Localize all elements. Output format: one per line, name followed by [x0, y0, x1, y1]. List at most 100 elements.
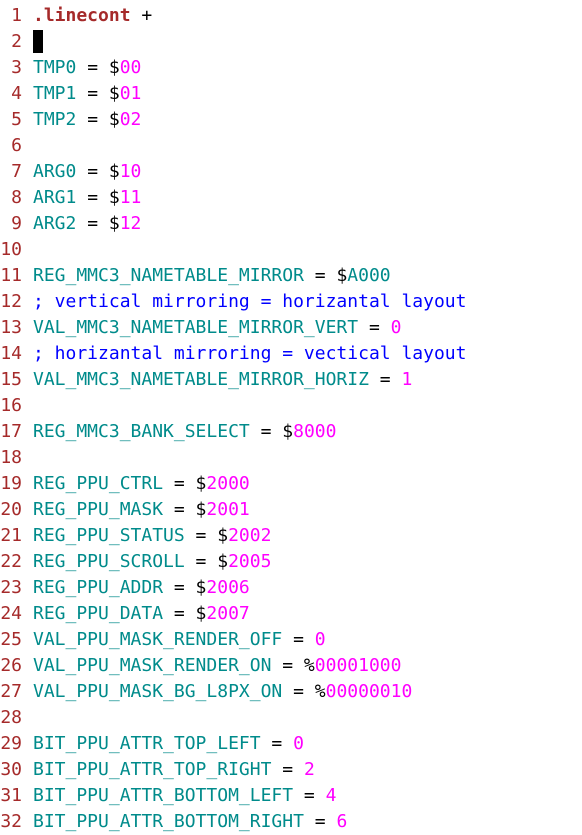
token-ident: ARG1 [33, 187, 77, 208]
line-content[interactable]: ARG2 = $12 [33, 213, 141, 234]
token-ident: TMP0 [33, 57, 77, 78]
line-content[interactable]: ; vertical mirroring = horizantal layout [33, 291, 466, 312]
line-content[interactable]: ; horizantal mirroring = vectical layout [33, 343, 466, 364]
code-line[interactable]: 5 TMP2 = $02 [0, 107, 582, 133]
code-line[interactable]: 1.linecont + [0, 3, 582, 29]
line-content[interactable]: REG_PPU_ADDR = $2006 [33, 577, 250, 598]
code-line[interactable]: 2 [0, 29, 582, 55]
token-op: = $ [76, 161, 120, 182]
token-num: 2001 [206, 499, 250, 520]
token-num: 00000010 [325, 681, 413, 702]
token-ident: REG_MMC3_NAMETABLE_MIRROR [33, 265, 304, 286]
line-content[interactable]: REG_PPU_MASK = $2001 [33, 499, 250, 520]
line-content[interactable]: TMP1 = $01 [33, 83, 141, 104]
line-content[interactable]: TMP2 = $02 [33, 109, 141, 130]
token-op: = [358, 317, 391, 338]
code-line[interactable]: 11 REG_MMC3_NAMETABLE_MIRROR = $A000 [0, 263, 582, 289]
code-line[interactable]: 30 BIT_PPU_ATTR_TOP_RIGHT = 2 [0, 757, 582, 783]
token-ident: VAL_PPU_MASK_RENDER_ON [33, 655, 272, 676]
line-content[interactable]: REG_MMC3_BANK_SELECT = $8000 [33, 421, 336, 442]
token-num: 2007 [206, 603, 250, 624]
code-line[interactable]: 9 ARG2 = $12 [0, 211, 582, 237]
line-content[interactable]: VAL_PPU_MASK_RENDER_ON = %00001000 [33, 655, 401, 676]
code-line[interactable]: 25 VAL_PPU_MASK_RENDER_OFF = 0 [0, 627, 582, 653]
line-content[interactable]: .linecont + [33, 5, 152, 26]
text-cursor [33, 29, 43, 53]
code-line[interactable]: 16 [0, 393, 582, 419]
token-plain: + [130, 5, 153, 26]
code-line[interactable]: 10 [0, 237, 582, 263]
line-content[interactable] [33, 29, 43, 53]
line-number: 18 [0, 447, 22, 468]
token-op: = [293, 785, 326, 806]
token-num: 0 [390, 317, 402, 338]
line-number: 30 [0, 759, 22, 780]
line-number: 28 [0, 707, 22, 728]
token-num: 2 [303, 759, 315, 780]
code-line[interactable]: 29 BIT_PPU_ATTR_TOP_LEFT = 0 [0, 731, 582, 757]
token-op: = $ [76, 83, 120, 104]
line-content[interactable]: REG_MMC3_NAMETABLE_MIRROR = $A000 [33, 265, 391, 286]
token-num: 11 [119, 187, 142, 208]
token-ident: REG_PPU_DATA [33, 603, 164, 624]
token-ident: TMP1 [33, 83, 77, 104]
line-content[interactable]: BIT_PPU_ATTR_TOP_LEFT = 0 [33, 733, 304, 754]
line-content[interactable]: BIT_PPU_ATTR_TOP_RIGHT = 2 [33, 759, 315, 780]
line-number: 9 [11, 213, 22, 234]
code-line[interactable]: 14; horizantal mirroring = vectical layo… [0, 341, 582, 367]
line-content[interactable]: VAL_MMC3_NAMETABLE_MIRROR_HORIZ = 1 [33, 369, 412, 390]
line-content[interactable]: VAL_MMC3_NAMETABLE_MIRROR_VERT = 0 [33, 317, 401, 338]
line-content[interactable]: VAL_PPU_MASK_BG_L8PX_ON = %00000010 [33, 681, 412, 702]
code-line[interactable]: 19 REG_PPU_CTRL = $2000 [0, 471, 582, 497]
token-ident: ARG0 [33, 161, 77, 182]
line-content[interactable]: BIT_PPU_ATTR_BOTTOM_LEFT = 4 [33, 785, 336, 806]
line-content[interactable]: BIT_PPU_ATTR_BOTTOM_RIGHT = 6 [33, 811, 347, 832]
line-number: 29 [0, 733, 22, 754]
code-line[interactable]: 6 [0, 133, 582, 159]
token-op: = $ [76, 57, 120, 78]
code-line[interactable]: 28 [0, 705, 582, 731]
token-op: = [282, 629, 315, 650]
line-number: 27 [0, 681, 22, 702]
line-content[interactable]: VAL_PPU_MASK_RENDER_OFF = 0 [33, 629, 326, 650]
line-number: 25 [0, 629, 22, 650]
token-num: 0 [293, 733, 304, 754]
line-content[interactable]: REG_PPU_STATUS = $2002 [33, 525, 271, 546]
code-line[interactable]: 12; vertical mirroring = horizantal layo… [0, 289, 582, 315]
code-line[interactable]: 27 VAL_PPU_MASK_BG_L8PX_ON = %00000010 [0, 679, 582, 705]
code-line[interactable]: 18 [0, 445, 582, 471]
token-num: 02 [119, 109, 142, 130]
token-ident: REG_PPU_CTRL [33, 473, 164, 494]
token-num: 2000 [206, 473, 250, 494]
token-num: 00 [119, 57, 142, 78]
line-content[interactable]: REG_PPU_CTRL = $2000 [33, 473, 250, 494]
token-op: = [271, 759, 304, 780]
line-number: 19 [0, 473, 22, 494]
line-content[interactable]: REG_PPU_DATA = $2007 [33, 603, 250, 624]
token-op: = % [282, 681, 326, 702]
line-content[interactable]: REG_PPU_SCROLL = $2005 [33, 551, 271, 572]
line-content[interactable]: TMP0 = $00 [33, 57, 141, 78]
token-op: = $ [303, 265, 348, 286]
token-ident: REG_PPU_STATUS [33, 525, 185, 546]
line-content[interactable]: ARG0 = $10 [33, 161, 141, 182]
line-number: 5 [11, 109, 22, 130]
line-content[interactable]: ARG1 = $11 [33, 187, 141, 208]
line-number: 11 [0, 265, 22, 286]
